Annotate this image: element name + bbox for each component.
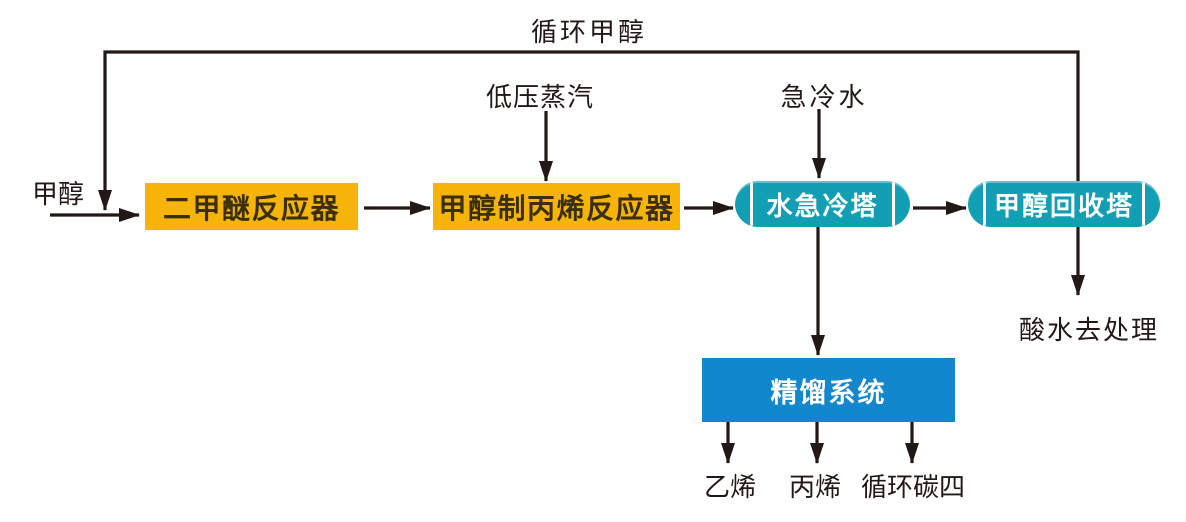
label-ethylene: 乙烯	[703, 472, 757, 502]
node-mtp-reactor-label: 甲醇制丙烯反应器	[438, 192, 675, 224]
node-methanol-recovery-tower-label: 甲醇回收塔	[993, 190, 1134, 221]
vessel-seam-right	[1142, 182, 1145, 226]
node-dme-reactor-label: 二甲醚反应器	[162, 192, 340, 224]
label-recycle-c4: 循环碳四	[860, 472, 966, 502]
node-water-quench-tower-label: 水急冷塔	[766, 190, 879, 221]
label-methanol-feed: 甲醇	[31, 179, 85, 209]
node-methanol-recovery-tower: 甲醇回收塔	[968, 181, 1160, 227]
label-lp-steam: 低压蒸汽	[485, 82, 595, 112]
node-distillation-system-label: 精馏系统	[770, 377, 887, 408]
label-propylene: 丙烯	[788, 472, 842, 502]
node-dme-reactor: 二甲醚反应器	[145, 183, 358, 230]
node-distillation-system: 精馏系统	[702, 358, 955, 422]
node-water-quench-tower: 水急冷塔	[735, 181, 910, 227]
node-mtp-reactor: 甲醇制丙烯反应器	[433, 183, 680, 230]
vessel-seam-left	[983, 182, 986, 226]
recycle-methanol-line	[98, 50, 1080, 211]
label-quench-water: 急冷水	[780, 82, 868, 112]
vessel-seam-left	[750, 182, 753, 226]
label-recycle-methanol: 循环甲醇	[530, 17, 648, 47]
vessel-seam-right	[892, 182, 895, 226]
label-sour-water: 酸水去处理	[1018, 315, 1160, 345]
